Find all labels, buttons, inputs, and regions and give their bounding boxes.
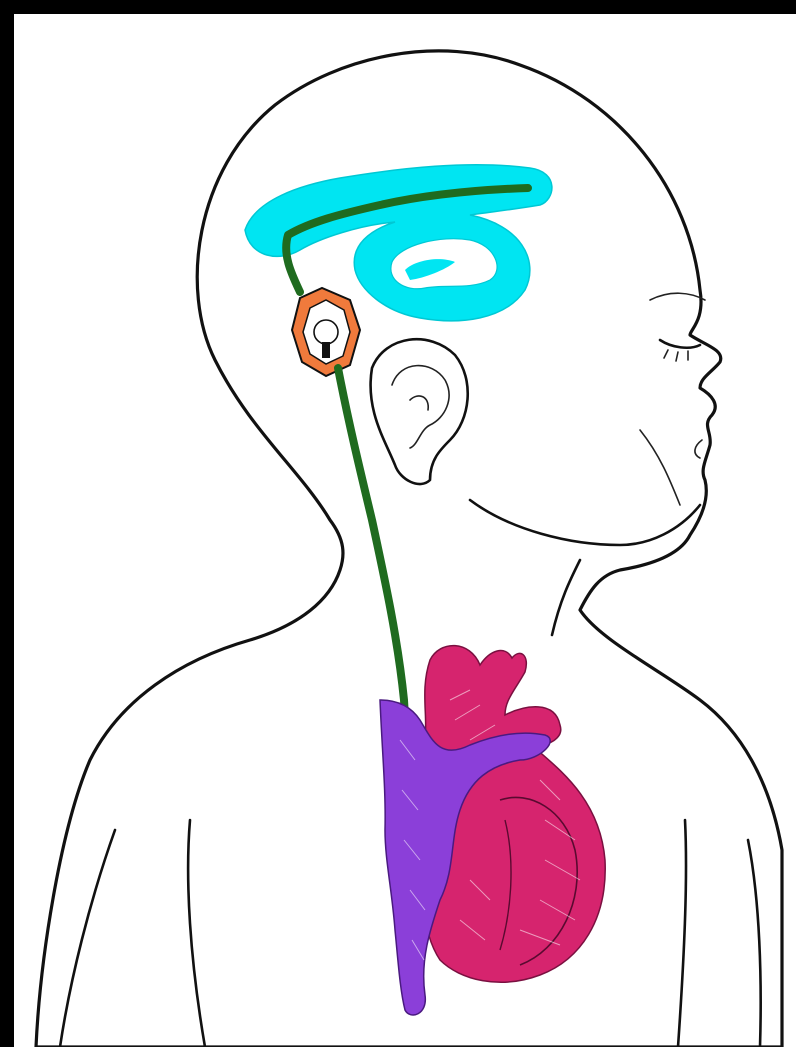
shunt-valve: [292, 288, 360, 376]
